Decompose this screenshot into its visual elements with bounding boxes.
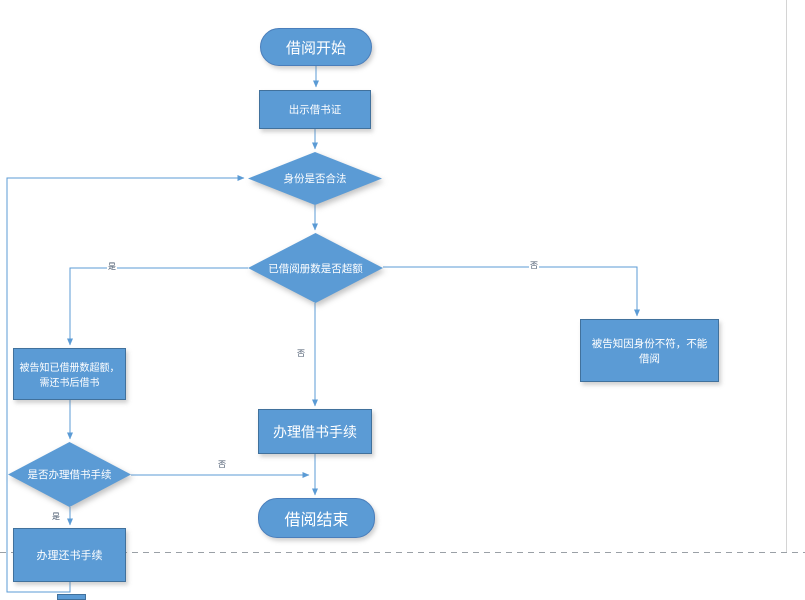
node-told-quota-exceeded-label: 被告知已借册数超额，需还书后借书 bbox=[19, 363, 120, 389]
node-show-card[interactable]: 出示借书证 bbox=[259, 90, 371, 129]
decision-identity-valid-label: 身份是否合法 bbox=[283, 173, 347, 185]
decision-whether-borrow-label: 是否办理借书手续 bbox=[27, 469, 112, 481]
decision-quota-exceeded[interactable]: 已借阅册数是否超额 bbox=[248, 233, 383, 303]
connector-quota-yes-toldquota bbox=[67, 267, 248, 346]
edge-label-quota-no: 否 bbox=[529, 261, 539, 270]
node-told-identity-mismatch[interactable]: 被告知因身份不符，不能借阅 bbox=[580, 319, 719, 382]
edge-label-quota-yes: 是 bbox=[107, 262, 117, 271]
node-handle-return-label: 办理还书手续 bbox=[36, 550, 103, 562]
node-start-label: 借阅开始 bbox=[285, 39, 346, 57]
edge-label-proc-no: 否 bbox=[217, 460, 227, 469]
page-edge-line bbox=[786, 0, 787, 552]
page-break-dashed-line bbox=[0, 552, 805, 553]
node-end[interactable]: 借阅结束 bbox=[258, 498, 375, 538]
decision-whether-borrow[interactable]: 是否办理借书手续 bbox=[8, 442, 131, 507]
cutoff-next-page-shape[interactable] bbox=[57, 594, 86, 600]
decision-identity-valid[interactable]: 身份是否合法 bbox=[248, 152, 382, 205]
node-handle-borrow-label: 办理借书手续 bbox=[273, 423, 357, 440]
connector-loop-handlereturn-identity bbox=[6, 175, 245, 593]
node-show-card-label: 出示借书证 bbox=[288, 104, 342, 116]
node-handle-return[interactable]: 办理还书手续 bbox=[13, 528, 126, 582]
node-start[interactable]: 借阅开始 bbox=[260, 28, 372, 66]
edge-label-proc-yes: 是 bbox=[51, 512, 61, 521]
connector-quota-no-toldidentity bbox=[383, 266, 640, 317]
node-told-identity-mismatch-label: 被告知因身份不符，不能借阅 bbox=[591, 337, 708, 365]
decision-quota-exceeded-label: 已借阅册数是否超额 bbox=[268, 262, 363, 275]
edge-label-quota-down: 否 bbox=[296, 349, 306, 358]
node-handle-borrow[interactable]: 办理借书手续 bbox=[258, 409, 372, 454]
node-told-quota-exceeded[interactable]: 被告知已借册数超额，需还书后借书 bbox=[13, 348, 126, 400]
node-end-label: 借阅结束 bbox=[284, 512, 349, 529]
